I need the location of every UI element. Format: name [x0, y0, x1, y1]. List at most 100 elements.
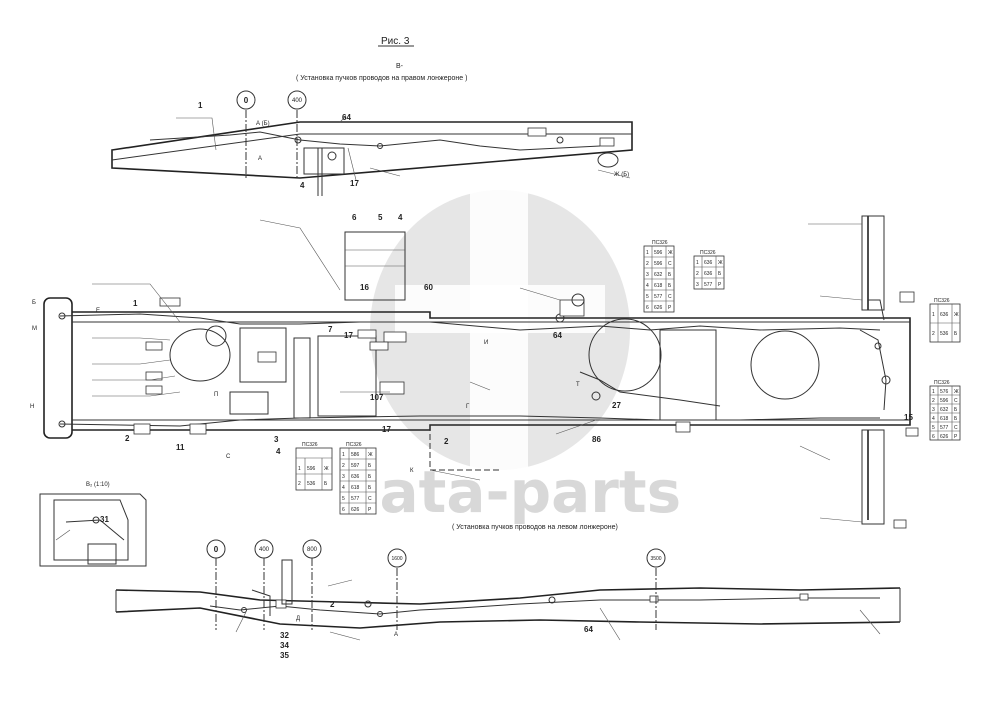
figure-title: Рис. 3 [381, 36, 410, 47]
svg-text:618: 618 [351, 485, 360, 491]
svg-text:Б: Б [368, 485, 372, 491]
callout-5-mid: 5 [378, 213, 383, 222]
section-c1: С [226, 454, 231, 460]
svg-text:ПС326: ПС326 [302, 442, 318, 448]
callout-1-top: 1 [198, 101, 203, 110]
callout-17-mid-b: 17 [382, 425, 391, 434]
callout-35-bottom: 35 [280, 651, 289, 660]
svg-text:С: С [368, 496, 372, 502]
section-k: К [410, 468, 414, 474]
svg-text:Б: Б [324, 481, 328, 487]
svg-text:ПС326: ПС326 [934, 298, 950, 304]
watermark-text: data-parts [338, 458, 681, 526]
callout-4-mid: 4 [276, 447, 281, 456]
caption-right-members: ( Установка пучков проводов на правом ло… [296, 75, 467, 82]
svg-text:618: 618 [654, 283, 663, 289]
marker-3500-bottom: 3500 [650, 556, 661, 562]
marker-400: 400 [292, 98, 303, 104]
section-zh: Ж (Б) [614, 172, 629, 178]
svg-text:5: 5 [932, 425, 935, 431]
svg-text:2: 2 [932, 331, 935, 337]
svg-text:Р: Р [954, 434, 958, 440]
svg-text:636: 636 [940, 312, 949, 318]
callout-64-mid: 64 [553, 331, 562, 340]
svg-text:586: 586 [351, 452, 360, 458]
view-letter: В- [396, 63, 404, 70]
marker-0: 0 [244, 96, 249, 105]
svg-text:Ж: Ж [368, 452, 373, 458]
svg-text:С: С [668, 261, 672, 267]
callout-60-mid: 60 [424, 283, 433, 292]
chassis-plan [43, 215, 919, 529]
svg-text:536: 536 [307, 481, 316, 487]
callout-11-mid: 11 [176, 443, 185, 452]
svg-text:626: 626 [654, 305, 663, 311]
section-a-top: А (Б) [256, 121, 270, 127]
svg-text:Б: Б [368, 463, 372, 469]
section-m: М [32, 326, 37, 332]
svg-text:Б: Б [954, 407, 958, 413]
svg-text:Б: Б [668, 272, 672, 278]
svg-text:636: 636 [704, 260, 713, 266]
svg-text:Р: Р [718, 282, 722, 288]
svg-text:1: 1 [298, 466, 301, 472]
callout-4-top: 4 [300, 181, 305, 190]
svg-text:6: 6 [646, 305, 649, 311]
svg-text:596: 596 [307, 466, 316, 472]
svg-text:С: С [954, 398, 958, 404]
callout-64-top: 64 [342, 113, 351, 122]
svg-text:4: 4 [646, 283, 649, 289]
detail-v2: В₂ (1:10) 31 [39, 482, 147, 567]
svg-text:618: 618 [940, 416, 949, 422]
callout-4-mid-b: 4 [398, 213, 403, 222]
svg-text:577: 577 [704, 282, 713, 288]
svg-text:2: 2 [646, 261, 649, 267]
svg-text:ПС326: ПС326 [934, 380, 950, 386]
bottom-frame-member [115, 558, 901, 641]
callout-86-mid: 86 [592, 435, 601, 444]
callout-2-mid-b: 2 [444, 437, 449, 446]
svg-text:С: С [954, 425, 958, 431]
svg-text:Ж: Ж [324, 466, 329, 472]
svg-text:577: 577 [351, 496, 360, 502]
marker-0-bottom: 0 [214, 545, 219, 554]
svg-text:Р: Р [368, 507, 372, 513]
svg-text:3: 3 [646, 272, 649, 278]
callout-15-mid: 15 [904, 413, 913, 422]
watermark-logo: data-parts [338, 170, 681, 526]
svg-text:2: 2 [298, 481, 301, 487]
section-e1: Е [96, 308, 100, 314]
svg-text:536: 536 [940, 331, 949, 337]
svg-text:Ж: Ж [954, 312, 959, 318]
callout-32-bottom: 32 [280, 631, 289, 640]
callout-3-mid: 3 [274, 435, 279, 444]
callout-7-mid: 7 [328, 325, 333, 334]
svg-text:577: 577 [654, 294, 663, 300]
section-b1: Б [32, 300, 36, 306]
top-frame-member [111, 110, 633, 196]
svg-text:2: 2 [696, 271, 699, 277]
svg-text:3: 3 [932, 407, 935, 413]
svg-text:596: 596 [654, 261, 663, 267]
detail-v2-label: В₂ (1:10) [86, 482, 110, 488]
table-ps326-e: ПС326 1 596 Ж 2 536 Б [295, 442, 333, 491]
svg-text:2: 2 [932, 398, 935, 404]
svg-text:3: 3 [696, 282, 699, 288]
svg-text:596: 596 [940, 398, 949, 404]
svg-text:576: 576 [940, 389, 949, 395]
svg-text:1: 1 [932, 389, 935, 395]
svg-text:5: 5 [646, 294, 649, 300]
svg-text:626: 626 [940, 434, 949, 440]
svg-text:2: 2 [342, 463, 345, 469]
svg-text:632: 632 [940, 407, 949, 413]
callout-27-mid: 27 [612, 401, 621, 410]
callout-2-bottom: 2 [330, 600, 335, 609]
section-a-label: А [258, 156, 262, 162]
svg-text:626: 626 [351, 507, 360, 513]
section-p1: П [214, 392, 218, 398]
callout-2-mid: 2 [125, 434, 130, 443]
